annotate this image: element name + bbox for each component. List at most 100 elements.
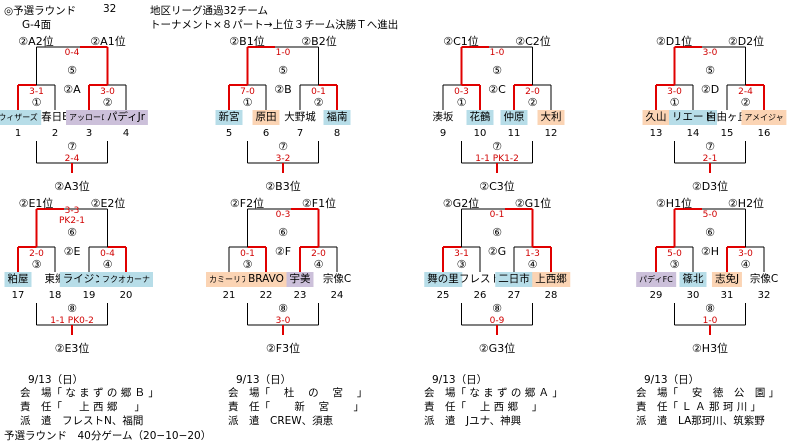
team-name: 宗像C [322, 273, 352, 285]
seed-slot-left: ②G2位 [442, 197, 480, 210]
team-number: 20 [119, 290, 133, 301]
team-count: 32 [103, 3, 117, 15]
format-note: トーナメント×８パート→上位３チーム決勝Ｔへ進出 [150, 19, 399, 31]
right-semi-score: 2-4 [738, 87, 753, 97]
seed-slot-left: ②F2位 [229, 197, 265, 210]
left-semi-number: ③ [31, 258, 42, 271]
left-semi-number: ① [669, 96, 680, 109]
qualifier-note: 地区リーグ通過32チーム [150, 5, 269, 17]
team-name: 新宮 [215, 110, 243, 125]
team-number: 31 [720, 290, 734, 301]
team-name: 二日市 [495, 272, 533, 287]
third-place-match-number: ⑦ [705, 140, 715, 153]
team-name: パディFC [636, 272, 676, 287]
team-name: 篠北 [679, 272, 707, 287]
third-place-match-number: ⑦ [492, 140, 502, 153]
right-semi-score: 0-1 [311, 87, 326, 97]
seed-slot-left: ②A2位 [18, 35, 54, 48]
left-semi-score: 0-1 [240, 249, 255, 259]
team-number: 4 [122, 128, 130, 139]
final-score: 0-4 [64, 48, 80, 58]
team-name: リエート [669, 110, 717, 125]
team-number: 13 [649, 128, 663, 139]
right-semi-score: 0-4 [100, 249, 115, 259]
venue-date: 9/13（日） [432, 374, 488, 386]
team-number: 19 [82, 290, 96, 301]
left-semi-number: ① [31, 96, 42, 109]
group-label: ②A [63, 83, 81, 96]
left-semi-score: 5-0 [667, 249, 682, 259]
third-place-match-number: ⑧ [278, 302, 288, 315]
left-semi-score: 3-0 [667, 87, 682, 97]
right-semi-number: ④ [313, 258, 324, 271]
seed-slot-right: ②G1位 [514, 197, 552, 210]
third-place-match-number: ⑦ [67, 140, 77, 153]
team-name: 福南 [323, 110, 351, 125]
team-name: フクオカーナ [99, 272, 153, 287]
seed-slot-right: ②A1位 [90, 35, 126, 48]
team-number: 3 [85, 128, 93, 139]
final-score: 0-3 [275, 210, 291, 220]
seed-slot-left: ②H1位 [655, 197, 693, 210]
team-name: 久山 [642, 110, 670, 125]
team-number: 8 [333, 128, 341, 139]
group-label: ②C [488, 83, 506, 96]
right-semi-score: 1-3 [525, 249, 540, 259]
team-number: 29 [649, 290, 663, 301]
final-score: 5-0 [702, 210, 718, 220]
third-place-slot: ②E3位 [54, 342, 90, 355]
team-name: 志免J [711, 272, 743, 287]
pitch-label: G-4面 [22, 19, 52, 31]
seed-slot-right: ②B2位 [301, 35, 337, 48]
team-name: アメイジャ [741, 110, 787, 125]
group-label: ②B [274, 83, 292, 96]
third-place-score: 0-9 [489, 316, 505, 326]
third-place-score: 3-2 [275, 154, 291, 164]
venue-lead: 責 任「 新 宮 」 [228, 401, 365, 413]
team-name: 舞の里 [424, 272, 462, 287]
team-name: フレスト [459, 273, 501, 285]
venue-dispatch: 派 遣 CREW、須恵 [228, 415, 334, 427]
team-number: 25 [436, 290, 450, 301]
right-semi-number: ④ [102, 258, 113, 271]
game-format: 予選ラウンド 40分ゲーム（20−10−20） [4, 430, 212, 442]
team-number: 5 [225, 128, 233, 139]
team-number: 2 [51, 128, 59, 139]
team-name: 仲原 [500, 110, 528, 125]
third-place-score: 3-0 [275, 316, 291, 326]
seed-slot-right: ②E2位 [90, 197, 126, 210]
team-name: ウィザーズ [0, 110, 41, 125]
group-label: ②E [63, 245, 81, 258]
team-name: 原田 [252, 110, 280, 125]
venue-date: 9/13（日） [28, 374, 84, 386]
team-name: 湊坂 [432, 111, 454, 123]
seed-slot-right: ②C2位 [515, 35, 551, 48]
third-place-slot: ②F3位 [265, 342, 301, 355]
team-number: 6 [262, 128, 270, 139]
third-place-score: 1-0 [702, 316, 718, 326]
venue-dispatch: 派 遣 LA那珂川、筑紫野 [636, 415, 765, 427]
venue-date: 9/13（日） [236, 374, 292, 386]
team-number: 26 [473, 290, 487, 301]
left-semi-score: 0-3 [454, 87, 469, 97]
team-number: 23 [293, 290, 307, 301]
final-score: 3-3 PK2-1 [58, 206, 86, 226]
team-number: 9 [439, 128, 447, 139]
right-semi-score: 3-0 [100, 87, 115, 97]
final-match-number: ⑤ [278, 64, 288, 77]
final-match-number: ⑤ [67, 64, 77, 77]
group-label: ②F [274, 245, 292, 258]
right-semi-number: ② [527, 96, 538, 109]
team-number: 14 [686, 128, 700, 139]
seed-slot-left: ②C1位 [443, 35, 479, 48]
right-semi-number: ④ [527, 258, 538, 271]
group-label: ②G [487, 245, 507, 258]
team-number: 16 [757, 128, 771, 139]
left-semi-number: ① [242, 96, 253, 109]
final-score: 3-0 [702, 48, 718, 58]
team-name: 花鶴 [466, 110, 494, 125]
seed-slot-right: ②H2位 [727, 197, 765, 210]
third-place-slot: ②A3位 [54, 180, 90, 193]
team-number: 17 [11, 290, 25, 301]
team-number: 7 [296, 128, 304, 139]
